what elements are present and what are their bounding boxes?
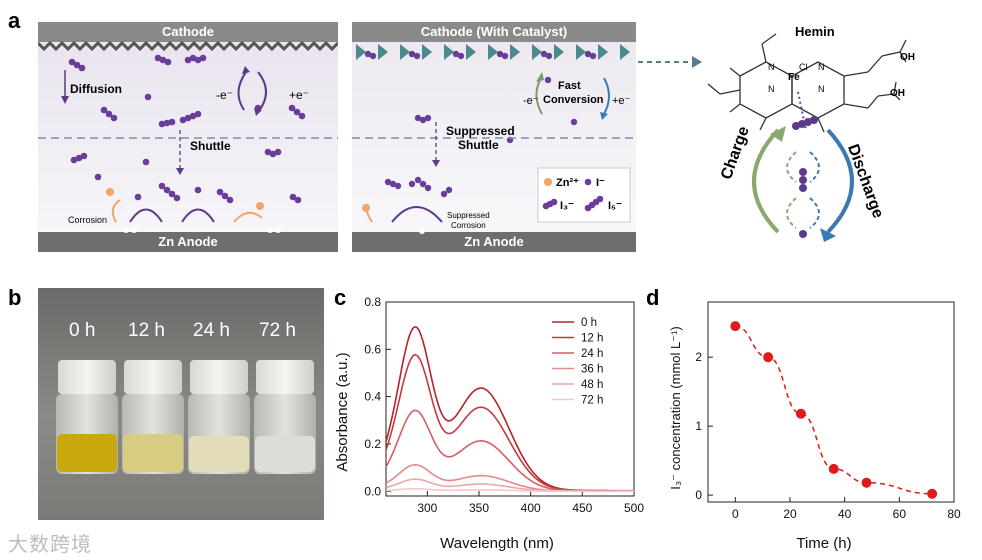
chart-d-ytick-label: 1: [695, 419, 702, 433]
n-label-1: N: [768, 62, 775, 72]
anode-bar: [38, 232, 338, 252]
hemin-diagram: [707, 33, 907, 242]
legend-i3: I₃⁻: [560, 200, 574, 212]
chart-d-point: [763, 352, 774, 363]
diffusion-label: Diffusion: [70, 82, 122, 96]
chart-d-xtick-label: 0: [732, 507, 739, 521]
chart-d-xlabel: Time (h): [796, 535, 851, 552]
e-minus-middle: -e⁻: [523, 95, 539, 107]
cathode-label-middle: Cathode (With Catalyst): [420, 24, 568, 39]
chart-c-legend-label: 12 h: [581, 333, 603, 345]
chart-c-ylabel: Absorbance (a.u.): [334, 352, 351, 471]
chart-d-point: [730, 321, 741, 332]
chart-c-xtick-label: 400: [521, 501, 541, 515]
cathode-label-left: Cathode: [162, 24, 214, 39]
hemin-label: Hemin: [795, 24, 835, 39]
chart-d-ytick-label: 2: [695, 350, 702, 364]
suppressed-shuttle-2: Shuttle: [458, 138, 499, 152]
chart-c-xtick-label: 300: [417, 501, 437, 515]
anode-label-left: Zn Anode: [158, 234, 218, 249]
chart-d-ytick-label: 0: [695, 488, 702, 502]
n-label-3: N: [768, 84, 775, 94]
chart-d-xtick-label: 80: [947, 507, 961, 521]
watermark-text: 大数跨境: [8, 534, 92, 556]
chart-c-series-line: [385, 487, 634, 493]
panel-a-letter: a: [8, 8, 21, 33]
e-plus-middle: +e⁻: [612, 95, 631, 107]
chart-c-frame: [385, 301, 635, 497]
legend-i-minus: I⁻: [596, 177, 605, 189]
chart-d-xtick-label: 40: [838, 507, 852, 521]
legend-i5: I₅⁻: [608, 200, 622, 212]
vial-12h: [122, 360, 184, 474]
vial-0h: [56, 360, 118, 474]
corrosion-label: Corrosion: [68, 215, 108, 225]
fe-label: Fe: [788, 72, 800, 83]
panel-c-letter: c: [334, 285, 347, 310]
concentration-chart: 0 20 40 60 80 0 1 2 Time (h) I₃⁻ concentration …: [668, 301, 961, 552]
shuttle-label: Shuttle: [190, 139, 231, 153]
conversion-label: Conversion: [543, 94, 604, 106]
chart-c-legend-label: 0 h: [581, 317, 597, 329]
vial-24h: [188, 360, 250, 474]
n-label-2: N: [818, 62, 825, 72]
suppressed-shuttle-1: Suppressed: [446, 124, 515, 138]
suppressed-corrosion-1: Suppressed: [447, 211, 490, 220]
chart-c-ytick-label: 0.0: [364, 484, 381, 498]
cathode-beads: [38, 40, 338, 52]
cathode-bar: [38, 22, 338, 42]
chart-c-xtick-label: 450: [572, 501, 592, 515]
oh-top: OH: [900, 52, 915, 63]
chart-c-ytick-label: 0.4: [364, 390, 381, 404]
schematic-middle: [352, 22, 636, 252]
panel-b-letter: b: [8, 285, 22, 310]
chart-d-xtick-label: 20: [783, 507, 797, 521]
vial-label-24h: 24 h: [193, 320, 230, 341]
chart-d-point: [795, 408, 806, 419]
chart-c-xtick-label: 350: [469, 501, 489, 515]
fast-label: Fast: [558, 80, 581, 92]
chart-c-ytick-label: 0.6: [364, 342, 381, 356]
cl-label: Cl: [799, 62, 808, 72]
chart-c-ytick-label: 0.2: [364, 437, 381, 451]
chart-c-legend-label: 48 h: [581, 379, 603, 391]
vial-label-72h: 72 h: [259, 320, 296, 341]
e-minus-left: -e⁻: [216, 88, 234, 102]
chart-c-xtick-label: 500: [624, 501, 644, 515]
chart-c-xlabel: Wavelength (nm): [440, 535, 554, 552]
panel-d-letter: d: [646, 285, 660, 310]
chart-d-xtick-label: 60: [893, 507, 907, 521]
oh-bottom: OH: [890, 88, 905, 99]
legend-zn: Zn²⁺: [556, 177, 579, 189]
n-label-4: N: [818, 84, 825, 94]
vial-label-0h: 0 h: [69, 320, 96, 341]
vial-label-12h: 12 h: [128, 320, 165, 341]
anode-label-middle: Zn Anode: [464, 234, 524, 249]
chart-d-point: [861, 477, 872, 488]
chart-d-point: [927, 488, 938, 499]
chart-c-ytick-label: 0.8: [364, 295, 381, 309]
chart-d-frame: [707, 301, 955, 503]
chart-c-legend-label: 72 h: [581, 395, 603, 407]
vial-72h: [254, 360, 316, 474]
chart-d-point: [828, 463, 839, 474]
uv-vis-chart: 300 350 400 450 500 0.0 0.2 0.4 0.6 0.8 0 h 12 h 24…: [334, 295, 644, 552]
chart-c-series-line: [385, 409, 634, 492]
chart-d-ylabel: I₃⁻ concentration (mmol L⁻¹): [668, 326, 683, 490]
e-plus-left: +e⁻: [289, 88, 310, 102]
chart-c-legend-label: 36 h: [581, 364, 603, 376]
suppressed-corrosion-2: Corrosion: [451, 221, 486, 230]
vials-photo: [38, 288, 324, 520]
connector-arrow: [638, 56, 702, 68]
schematic-left: [38, 22, 338, 252]
chart-c-legend-label: 24 h: [581, 348, 603, 360]
